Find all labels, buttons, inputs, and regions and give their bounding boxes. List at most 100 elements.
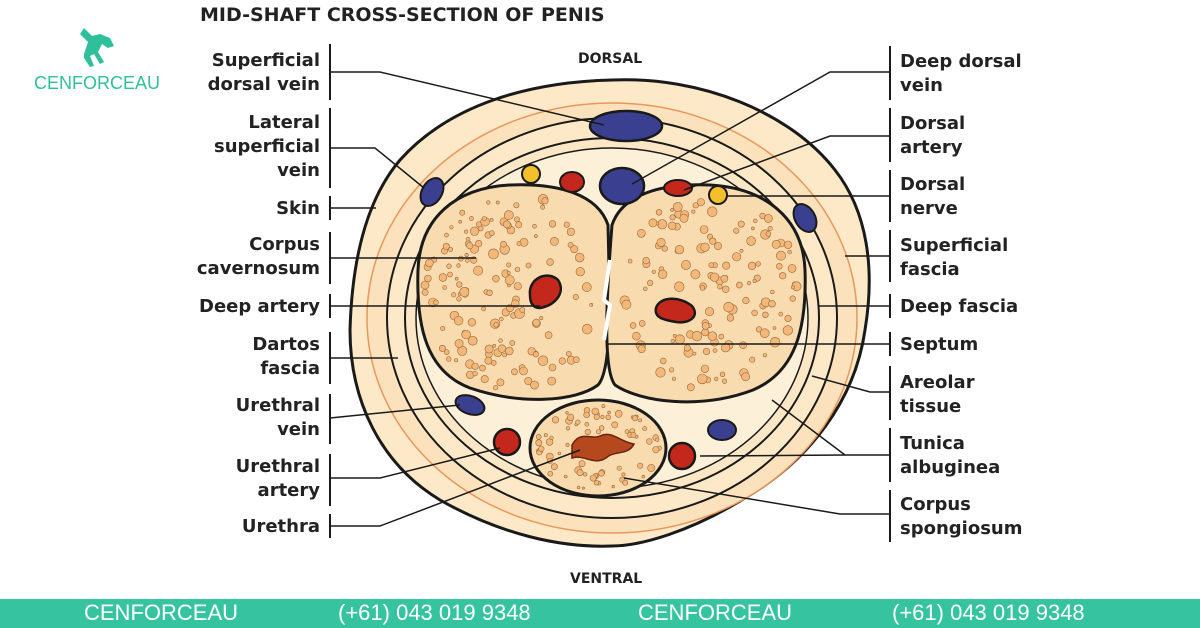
tissue-dot: [459, 286, 470, 297]
tissue-dot: [516, 241, 522, 246]
tissue-dot: [464, 253, 469, 258]
tissue-dot: [488, 248, 499, 260]
tissue-dot: [584, 428, 591, 436]
tissue-dot: [496, 378, 505, 387]
tissue-dot: [500, 240, 507, 248]
tissue-dot: [736, 281, 743, 289]
dorsal-nerve-right: [708, 185, 728, 205]
tissue-dot: [575, 267, 585, 277]
tissue-dot: [480, 375, 489, 384]
tissue-dot: [686, 383, 695, 392]
tissue-dot: [547, 376, 557, 386]
tissue-dot: [652, 446, 660, 454]
tissue-dot: [713, 242, 722, 251]
tissue-dot: [787, 264, 797, 273]
tissue-dot: [646, 438, 653, 445]
tissue-dot: [593, 413, 600, 420]
tissue-dot: [655, 209, 663, 216]
tissue-dot: [498, 338, 503, 343]
tissue-dot: [762, 311, 769, 318]
tissue-dot: [525, 262, 532, 269]
tissue-dot: [581, 486, 585, 490]
tissue-dot: [472, 371, 478, 377]
tissue-dot: [509, 340, 516, 346]
tissue-dot: [539, 316, 544, 321]
footer-phone-2[interactable]: (+61) 043 019 9348: [892, 600, 1085, 625]
tissue-dot: [502, 352, 507, 358]
leader-lines: [329, 71, 890, 527]
tissue-dot: [772, 326, 777, 330]
septum: [601, 259, 613, 341]
footer-phone-1[interactable]: (+61) 043 019 9348: [338, 600, 531, 625]
tissue-dot: [638, 418, 643, 423]
tissue-dot: [782, 325, 793, 336]
tissue-dot: [601, 404, 606, 409]
tissue-dot: [524, 377, 533, 386]
tissue-dot: [741, 372, 750, 382]
tissue-dot: [533, 234, 538, 238]
tissue-dot: [630, 432, 637, 438]
urethral-vein-left: [454, 394, 486, 416]
tissue-dot: [532, 223, 537, 229]
tissue-dot: [425, 258, 434, 268]
tissue-dot: [424, 274, 432, 283]
tissue-dot: [505, 346, 514, 356]
tissue-dot: [648, 218, 658, 228]
tissue-dot: [631, 415, 638, 422]
tissue-dot: [753, 218, 758, 224]
tissue-dot: [448, 247, 453, 252]
tissue-dot: [493, 322, 499, 328]
tissue-dot: [651, 269, 656, 274]
tissue-dot: [611, 421, 619, 429]
dorsal-artery-right: [663, 179, 693, 197]
horse-icon: [80, 28, 114, 67]
tissue-dot: [557, 451, 561, 456]
tissue-dot: [506, 271, 511, 275]
tissue-dot: [621, 299, 632, 310]
tissue-dot: [469, 226, 480, 236]
tissue-dot: [461, 329, 471, 340]
tissue-dot: [624, 429, 630, 434]
tissue-dot: [752, 278, 757, 283]
tissue-dot: [489, 217, 494, 222]
tissue-dot: [565, 350, 572, 357]
tissue-dot: [438, 344, 446, 352]
tissue-dot: [547, 470, 554, 477]
tissue-dot: [789, 295, 796, 302]
tissue-dot: [551, 416, 560, 424]
tissue-dot: [787, 249, 792, 255]
lateral-superficial-vein-right: [792, 203, 818, 233]
label-skin: Skin: [276, 198, 320, 219]
cavernous-tissue-dots: [420, 194, 802, 392]
tissue-dot: [503, 210, 514, 221]
tissue-dot: [543, 433, 548, 438]
tissue-dot: [458, 219, 463, 224]
tissue-dot: [433, 299, 439, 306]
tissue-dot: [704, 307, 714, 317]
tissue-dot: [438, 273, 448, 282]
tissue-dot: [548, 220, 557, 228]
tissue-dot: [747, 261, 757, 271]
tissue-dot: [444, 232, 449, 238]
tissue-dot: [581, 323, 593, 335]
tissue-dot: [657, 269, 668, 279]
tissue-dot: [739, 248, 744, 253]
tissue-dot: [465, 236, 471, 242]
tissue-dot: [519, 366, 528, 376]
tissue-dot: [565, 411, 569, 415]
tissue-dot: [642, 257, 650, 265]
tissue-dot: [691, 330, 703, 342]
tissue-dot: [683, 344, 691, 352]
tissue-dot: [771, 239, 781, 249]
tissue-dot: [576, 485, 581, 490]
tissue-dot: [459, 209, 466, 216]
tissue-dot: [532, 351, 539, 358]
footer-brand-2: CENFORCEAU: [638, 600, 793, 625]
tissue-dot: [656, 237, 666, 247]
tissue-dot: [598, 425, 605, 431]
